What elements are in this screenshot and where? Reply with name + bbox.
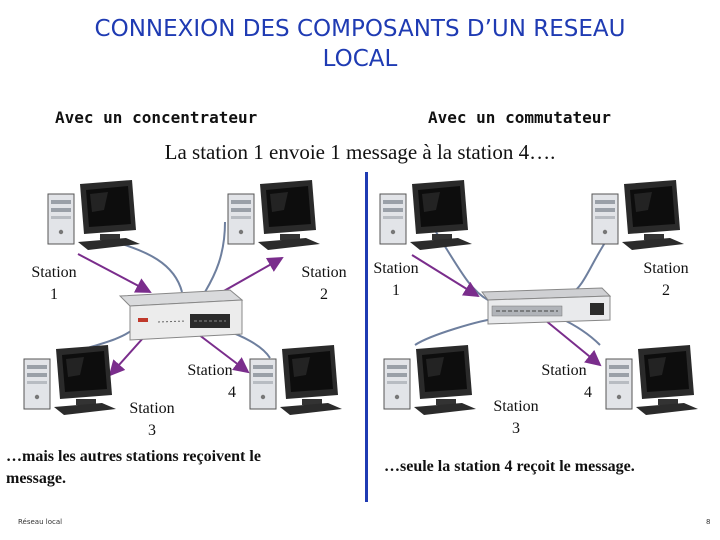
title-line-2: LOCAL (322, 46, 398, 72)
cable-left-s2 (204, 221, 226, 293)
label-left-station-4: Station 4 (187, 362, 236, 401)
computer-left-s4 (249, 344, 343, 416)
computer-right-s1 (379, 179, 473, 251)
computer-right-s3 (383, 344, 477, 416)
label-left-station-2: Station 2 (301, 264, 347, 303)
label-left-station-3: Station 3 (129, 400, 175, 439)
label-right-station-2: Station 2 (643, 260, 689, 299)
switch-heading: Avec un commutateur (428, 108, 612, 127)
label-right-station-1: Station 1 (373, 260, 419, 299)
arrow-left-hub-to-s2 (214, 257, 284, 297)
arrow-left-s1-to-hub (77, 253, 152, 293)
cable-right-s2 (569, 237, 609, 296)
footer-label: Réseau local (18, 518, 63, 526)
cable-right-s3 (414, 317, 501, 346)
hub-caption: …mais les autres stations reçoivent le m… (6, 448, 261, 487)
computer-left-s1 (47, 179, 141, 251)
slide-title: CONNEXION DES COMPOSANTS D’UN RESEAU LOC… (0, 14, 720, 74)
label-right-station-3: Station 3 (493, 398, 539, 437)
computer-right-s2 (591, 179, 685, 251)
arrow-right-switch-to-s4 (544, 319, 602, 367)
computer-left-s2 (227, 179, 321, 251)
scenario-description: La station 1 envoie 1 message à la stati… (164, 140, 556, 164)
switch-device (481, 287, 612, 325)
cable-right-s4 (559, 317, 601, 346)
arrow-right-s1-to-switch (411, 254, 480, 298)
label-left-station-1: Station 1 (31, 264, 77, 303)
label-right-station-4: Station 4 (541, 362, 592, 401)
hub-device (118, 289, 244, 341)
page-number: 8 (706, 518, 711, 526)
computer-left-s3 (23, 344, 117, 416)
computer-right-s4 (605, 344, 699, 416)
title-line-1: CONNEXION DES COMPOSANTS D’UN RESEAU (94, 16, 626, 42)
hub-heading: Avec un concentrateur (55, 108, 258, 127)
section-divider (365, 172, 368, 502)
switch-caption: …seule la station 4 reçoit le message. (384, 458, 635, 475)
